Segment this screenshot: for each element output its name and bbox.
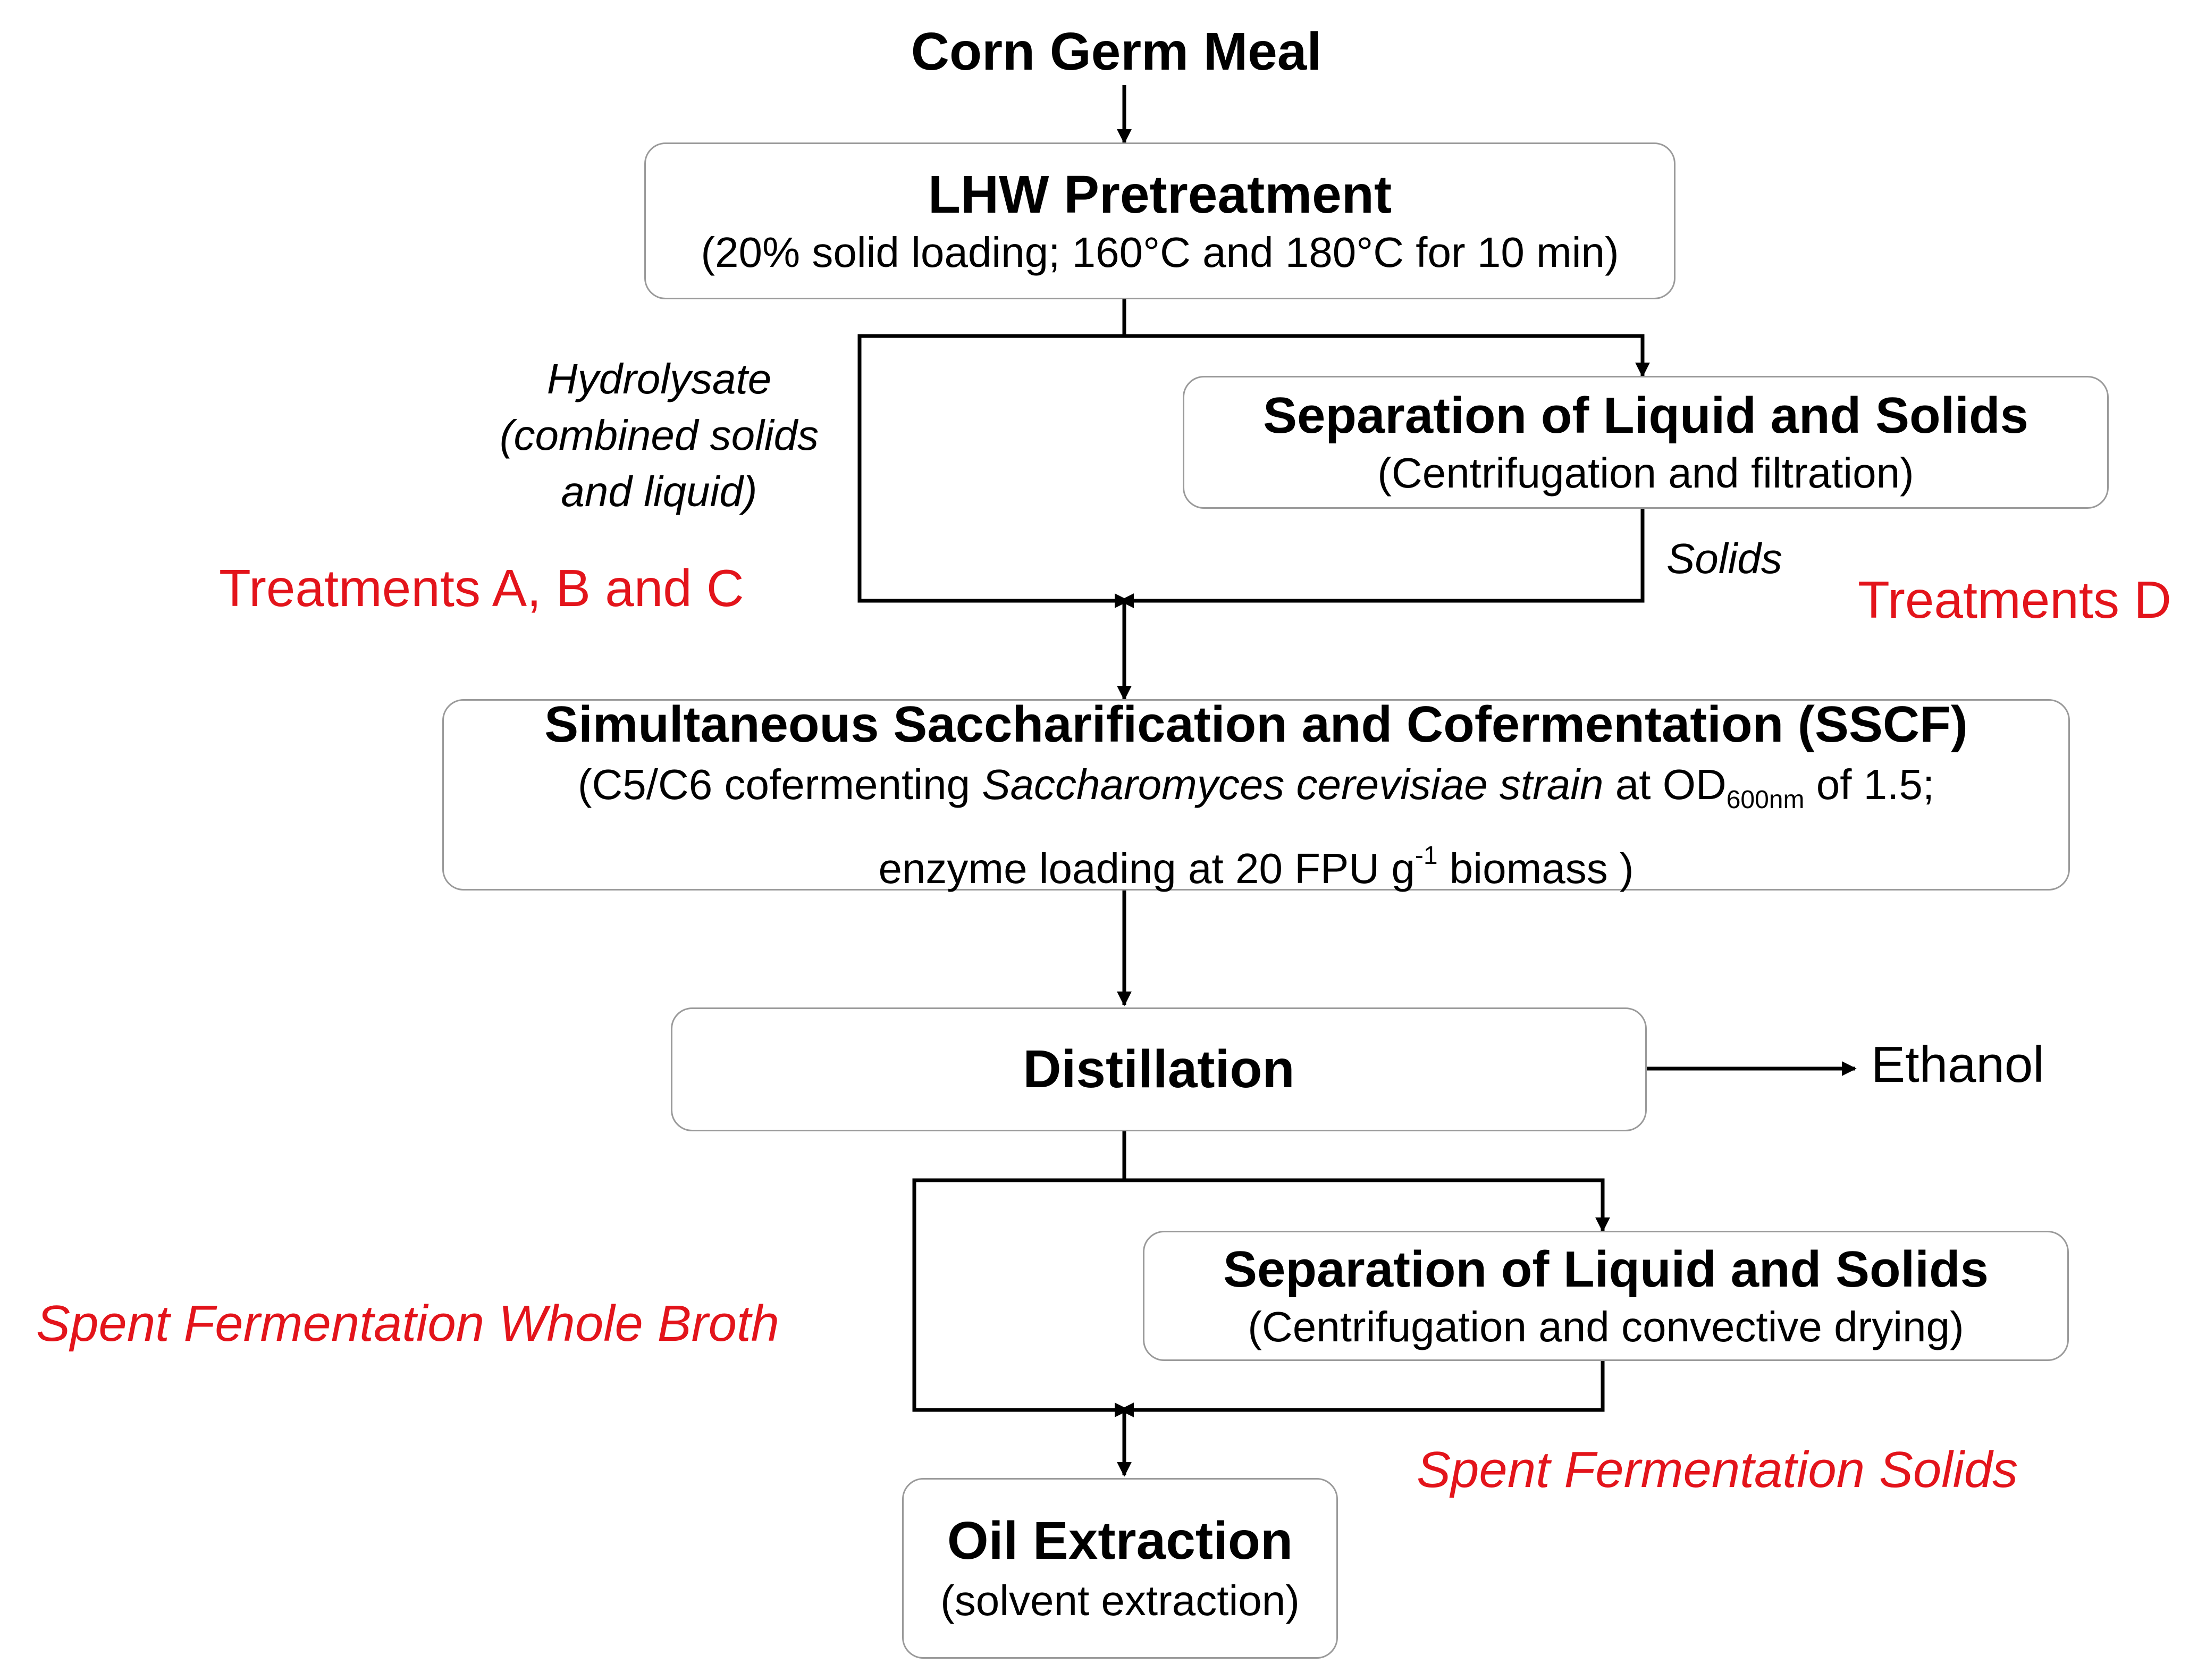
oil-extraction-box: Oil Extraction (solvent extraction) xyxy=(902,1478,1338,1659)
lhw-pretreatment-box: LHW Pretreatment (20% solid loading; 160… xyxy=(644,142,1675,299)
distillation-box: Distillation xyxy=(671,1007,1647,1131)
ethanol-label: Ethanol xyxy=(1871,1036,2044,1093)
line-lhw-split xyxy=(857,298,1126,603)
arrow-lhw-to-separation1 xyxy=(1124,334,1650,377)
sscf-title: Simultaneous Saccharification and Coferm… xyxy=(544,695,1968,753)
line-solids-to-merge xyxy=(1138,508,1645,603)
lhw-title: LHW Pretreatment xyxy=(928,164,1392,224)
solids-label: Solids xyxy=(1666,535,1782,582)
oil-detail: (solvent extraction) xyxy=(940,1577,1300,1624)
separation2-detail: (Centrifugation and convective drying) xyxy=(1248,1303,1964,1350)
line-spent-solids-to-merge xyxy=(1138,1361,1605,1412)
sscf-detail-line2: enzyme loading at 20 FPU g-1 biomass ) xyxy=(878,842,1634,893)
separation2-title: Separation of Liquid and Solids xyxy=(1223,1240,1989,1298)
hydrolysate-line-2: (combined solids xyxy=(499,411,819,459)
treatments-d-label: Treatments D xyxy=(1858,570,2171,629)
distillation-title: Distillation xyxy=(1023,1039,1295,1099)
sscf-detail-line1: (C5/C6 cofermenting Saccharomyces cerevi… xyxy=(577,760,1935,814)
oil-title: Oil Extraction xyxy=(947,1511,1293,1570)
arrow-distillation-to-separation2 xyxy=(1124,1178,1610,1232)
separation2-box: Separation of Liquid and Solids (Centrif… xyxy=(1143,1231,2069,1361)
separation1-title: Separation of Liquid and Solids xyxy=(1262,387,2029,444)
line-distillation-split xyxy=(912,1131,1126,1412)
source-label: Corn Germ Meal xyxy=(911,22,1322,81)
hydrolysate-line-3: and liquid) xyxy=(561,468,757,515)
sscf-box: Simultaneous Saccharification and Coferm… xyxy=(442,696,2070,892)
treatments-abc-label: Treatments A, B and C xyxy=(219,559,744,617)
spent-solids-label: Spent Fermentation Solids xyxy=(1417,1441,2018,1498)
hydrolysate-line-1: Hydrolysate xyxy=(546,355,772,402)
lhw-detail: (20% solid loading; 160°C and 180°C for … xyxy=(701,228,1619,276)
hydrolysate-label: Hydrolysate (combined solids and liquid) xyxy=(478,351,840,520)
separation1-box: Separation of Liquid and Solids (Centrif… xyxy=(1183,376,2109,509)
whole-broth-label: Spent Fermentation Whole Broth xyxy=(36,1295,780,1352)
separation1-detail: (Centrifugation and filtration) xyxy=(1377,449,1914,497)
